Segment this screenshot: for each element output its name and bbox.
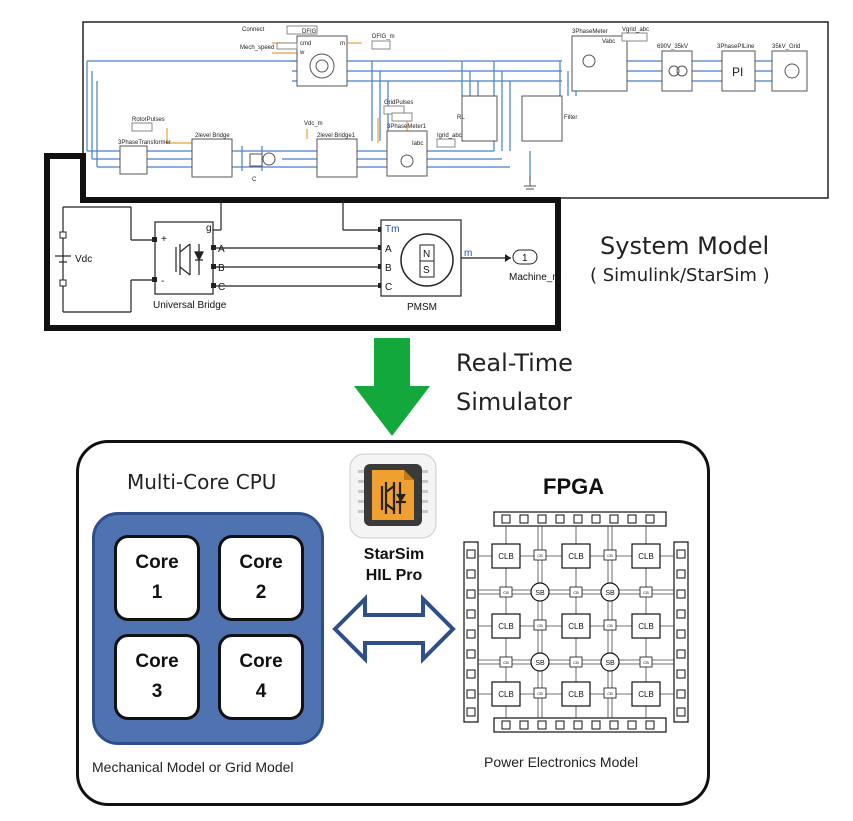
sb-label: SB xyxy=(535,660,545,667)
real-time-label: Real-Time xyxy=(456,349,573,377)
machine-schematic: Vdc Universal Bridge g + - A B C A B C P… xyxy=(44,153,561,331)
label-dfig: DFIG xyxy=(302,29,317,35)
clb-label: CLB xyxy=(568,552,584,561)
cb-label: CB xyxy=(537,691,543,696)
label-pi-line: 3PhasePILine xyxy=(717,44,755,50)
machine-m-label: Machine_m xyxy=(509,272,561,283)
cb-label: CB xyxy=(607,691,613,696)
core-1: Core 1 xyxy=(114,535,200,621)
clb-label: CLB xyxy=(568,690,584,699)
s-label: S xyxy=(423,265,430,276)
clb-label: CLB xyxy=(638,552,654,561)
tm-port-label: Tm xyxy=(385,224,399,235)
fpga-title: FPGA xyxy=(543,474,605,499)
system-model-subtitle: ( Simulink/StarSim ) xyxy=(590,265,770,286)
core-2: Core 2 xyxy=(218,535,304,621)
product-name-line1: StarSim xyxy=(363,546,425,563)
n-label: N xyxy=(423,249,430,260)
label-2level-bridge-1: 2level Bridge1 xyxy=(317,133,356,139)
double-arrow-icon xyxy=(332,594,456,664)
label-mech-speed: Mech_speed xyxy=(240,45,274,51)
clb-label: CLB xyxy=(638,622,654,631)
core-3-label: Core xyxy=(135,651,179,672)
label-filter: Filter xyxy=(564,115,577,121)
label-cmd: cmd xyxy=(300,41,311,47)
label-c: C xyxy=(252,177,257,183)
label-w: w xyxy=(299,50,305,56)
product-name-line2: HIL Pro xyxy=(365,567,423,584)
pmsm-port-a-label: A xyxy=(385,244,392,255)
simulator-label: Simulator xyxy=(456,388,572,416)
pmsm-port-c-label: C xyxy=(385,282,392,293)
cpu-title: Multi-Core CPU xyxy=(127,470,277,494)
plus-port-label: + xyxy=(161,234,167,245)
cb-label: CB xyxy=(503,590,509,595)
cb-label: CB xyxy=(537,553,543,558)
cb-label: CB xyxy=(607,623,613,628)
clb-label: CLB xyxy=(638,690,654,699)
cpu-caption: Mechanical Model or Grid Model xyxy=(92,759,294,775)
port-c-label: C xyxy=(218,282,225,293)
sb-label: SB xyxy=(535,590,545,597)
core-4-label: Core xyxy=(239,651,283,672)
label-rotor-pulses: RotorPulses xyxy=(132,117,165,123)
label-dfig-m: DFIG_m xyxy=(372,34,395,40)
cb-label: CB xyxy=(503,660,509,665)
clb-label: CLB xyxy=(498,622,514,631)
clb-label: CLB xyxy=(498,690,514,699)
label-2level-bridge: 2level Bridge xyxy=(195,133,230,139)
label-35kv-grid: 35kV_Grid xyxy=(772,44,800,50)
label-rl: RL xyxy=(457,115,465,121)
starsim-chip-icon xyxy=(349,453,437,539)
core-3: Core 3 xyxy=(114,634,200,720)
m-port-label: m xyxy=(464,248,472,259)
sb-label: SB xyxy=(605,660,615,667)
label-phase-transformer: 3PhaseTransformer xyxy=(118,140,171,146)
label-grid-pulses: GridPulses xyxy=(384,100,413,106)
label-igrid-abc: Igrid_abc xyxy=(437,133,462,139)
core-2-number: 2 xyxy=(255,582,267,603)
outport-number: 1 xyxy=(522,253,528,264)
cb-label: CB xyxy=(537,623,543,628)
pmsm-port-b-label: B xyxy=(385,263,392,274)
core-3-number: 3 xyxy=(151,681,163,702)
fpga-caption: Power Electronics Model xyxy=(484,754,639,770)
system-model-title: System Model xyxy=(600,232,770,260)
g-port-label: g xyxy=(206,223,212,234)
cb-label: CB xyxy=(607,553,613,558)
label-m: m xyxy=(340,41,345,47)
down-arrow-icon xyxy=(354,338,430,436)
core-4: Core 4 xyxy=(218,634,304,720)
label-pi: PI xyxy=(732,65,743,79)
grid-schematic: Connect Mech_speed DFIG DFIG_m cmd w m 3… xyxy=(82,21,829,199)
vdc-label: Vdc xyxy=(75,254,92,265)
label-iabc: Iabc xyxy=(412,141,423,147)
cb-label: CB xyxy=(573,590,579,595)
cb-label: CB xyxy=(573,660,579,665)
pmsm-label: PMSM xyxy=(407,302,437,313)
cb-label: CB xyxy=(643,660,649,665)
clb-label: CLB xyxy=(568,622,584,631)
core-2-label: Core xyxy=(239,552,283,573)
core-1-label: Core xyxy=(135,552,179,573)
port-a-label: A xyxy=(218,244,225,255)
label-connect: Connect xyxy=(242,27,265,33)
label-vdc-m: Vdc_m xyxy=(304,121,323,127)
minus-port-label: - xyxy=(161,276,164,287)
core-1-number: 1 xyxy=(151,582,163,603)
fpga-fabric: CLB CLB CLB CLB CLB CLB CLB CLB CLB SB S… xyxy=(463,511,689,733)
label-vabc: Vabc xyxy=(602,39,615,45)
core-4-number: 4 xyxy=(255,681,267,702)
sb-label: SB xyxy=(605,590,615,597)
universal-bridge-label: Universal Bridge xyxy=(153,300,227,311)
label-phase-meter: 3PhaseMeter xyxy=(572,29,608,35)
cb-label: CB xyxy=(643,590,649,595)
label-phase-meter-1: 3PhaseMeter1 xyxy=(387,124,427,130)
label-vgrid-abc: Vgrid_abc xyxy=(622,27,649,33)
label-690v: 690V_35kV xyxy=(657,44,688,50)
port-b-label: B xyxy=(218,263,225,274)
clb-label: CLB xyxy=(498,552,514,561)
